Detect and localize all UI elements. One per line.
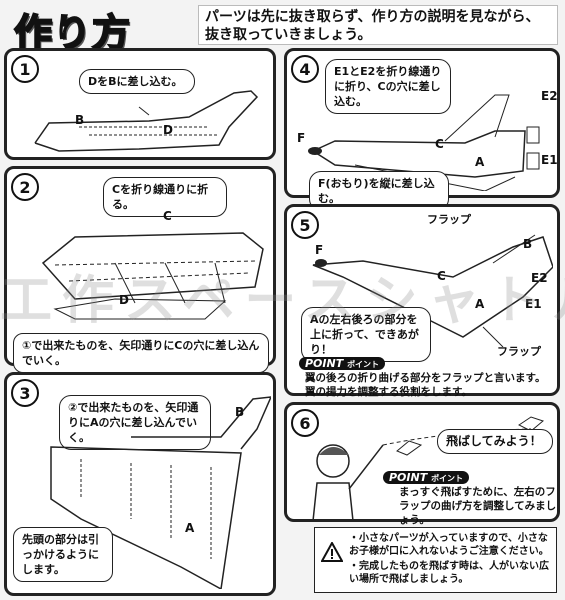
step-1-diagram (34, 90, 259, 152)
step-1-number: 1 (11, 55, 39, 83)
step-4-label-f: F (297, 131, 306, 145)
step-2-panel: 2 Cを折り線通りに折る。 C D ①で出来たものを、矢印通りにCの穴に差し込ん… (4, 166, 276, 373)
caution-line-1: ・小さなパーツが入っていますので、小さなお子様が口に入れないようご注意ください。 (349, 533, 549, 557)
step-5-label-f: F (315, 243, 324, 257)
step-2-label-c: C (163, 209, 172, 223)
caution-box: ・小さなパーツが入っていますので、小さなお子様が口に入れないようご注意ください。… (314, 527, 557, 593)
step-4-label-e1: E1 (541, 153, 558, 167)
step-5-instruction: Aの左右後ろの部分を上に折って、できあがり！ (301, 307, 431, 362)
step-4-label-a: A (475, 155, 485, 169)
step-6-point-text: まっすぐ飛ばすために、左右のフラップの曲げ方を調整してみましょう。 (399, 486, 557, 526)
step-6-point-sub: ポイント (431, 474, 464, 483)
step-2-diagram (41, 232, 264, 320)
step-3-diagram (50, 396, 271, 589)
step-3-number: 3 (11, 379, 39, 407)
step-4-label-e2: E2 (541, 89, 558, 103)
step-3-note: 先頭の部分は引っかけるようにします。 (13, 527, 113, 582)
step-6-panel: 6 飛ばしてみよう！ POINT ポイント まっすぐ飛ばすために、左右のフラップ… (284, 402, 560, 526)
step-5-number: 5 (291, 211, 319, 239)
step-5-diagram (312, 234, 553, 347)
step-4-number: 4 (291, 55, 319, 83)
step-1-instruction: DをBに差し込む。 (79, 69, 195, 94)
step-5-label-e2: E2 (531, 271, 548, 285)
step-2-number: 2 (11, 173, 39, 201)
step-5-point-tag: POINT ポイント (299, 357, 386, 370)
step-4-instruction: E1とE2を折り線通りに折り、Cの穴に差し込む。 (325, 59, 451, 114)
step-4-label-c: C (435, 137, 444, 151)
step-5-label-b: B (523, 237, 533, 251)
warning-icon (321, 542, 343, 562)
step-6-number: 6 (291, 409, 319, 437)
step-3-instruction: ②で出来たものを、矢印通りにAの穴に差し込んでいく。 (59, 395, 211, 450)
step-3-panel: 3 ②で出来たものを、矢印通りにAの穴に差し込んでいく。 B A 先頭の部分は引… (4, 372, 276, 596)
step-3-label-a: A (185, 521, 195, 535)
step-1-label-d: D (163, 123, 173, 137)
step-5-panel: 5 フラップ F B C E2 E1 A Aの左右後ろの部分を上に折って、できあ… (284, 204, 560, 398)
step-5-label-c: C (437, 269, 446, 283)
step-5-point-text: 翼の後ろの折り曲げる部分をフラップと言います。翼の揚力を調整する役割をします。 (305, 372, 546, 398)
step-2-instruction-2: ①で出来たものを、矢印通りにCの穴に差し込んでいく。 (13, 333, 269, 373)
step-2-instruction: Cを折り線通りに折る。 (103, 177, 227, 217)
step-5-label-e1: E1 (525, 297, 542, 311)
intro-text: パーツは先に抜き取らず、作り方の説明を見ながら、抜き取っていきましょう。 (198, 5, 558, 45)
step-3-label-b: B (235, 405, 245, 419)
step-1-label-b: B (75, 113, 85, 127)
step-5-label-a: A (475, 297, 485, 311)
step-5-point-label: POINT (305, 357, 344, 370)
step-4-panel: 4 E1とE2を折り線通りに折り、Cの穴に差し込む。 E2 E1 F C A F… (284, 48, 560, 211)
step-5-flap-top: フラップ (427, 213, 471, 226)
step-5-point-sub: ポイント (347, 360, 380, 369)
step-5-flap-bottom: フラップ (497, 345, 541, 358)
step-1-panel: 1 DをBに差し込む。 B D (4, 48, 276, 160)
step-6-point-tag: POINT ポイント (383, 471, 470, 484)
caution-line-2: ・完成したものを飛ばす時は、人がいない広い場所で飛ばしましょう。 (349, 561, 549, 585)
step-6-point-label: POINT (389, 471, 428, 484)
step-2-label-d: D (119, 293, 129, 307)
step-6-speech: 飛ばしてみよう！ (437, 429, 553, 454)
